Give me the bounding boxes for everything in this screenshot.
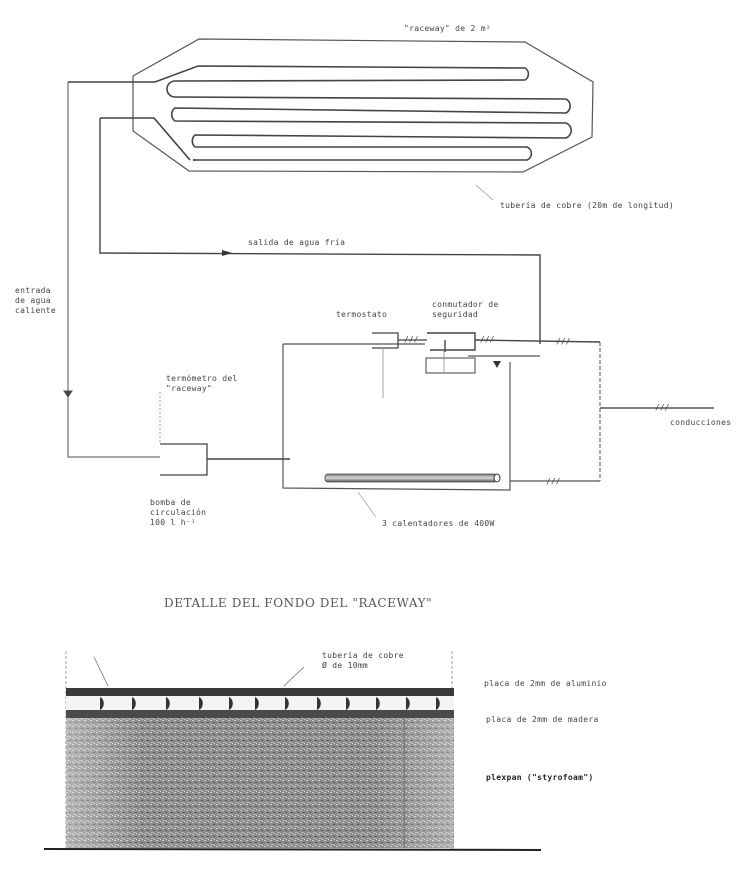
aluminum-plate [66,688,454,696]
bottom-pipe-label: tubería de cobre Ø de 10mm [322,651,404,671]
safety-switch-line-1: conmutador de [432,300,499,309]
hot-inlet-line-2: de agua [15,296,51,305]
heater-rod [324,473,501,518]
safety-switch-label: conmutador de seguridad [432,300,499,320]
thermostat-label: termostato [336,310,388,319]
copper-pipe-label: tubería de cobre (20m de longitud) [500,201,674,210]
bottom-detail-title: DETALLE DEL FONDO DEL "RACEWAY" [164,596,433,610]
copper-pipe-leader [475,184,494,201]
hot-inlet-label: entrada de agua caliente [15,286,56,316]
raceway-bottom-detail [43,651,542,851]
bottom-pipe-line-1: tubería de cobre [322,651,404,660]
styrofoam-label: plexpan ("styrofoam") [486,773,594,782]
wiring-harness: /// /// [510,342,714,486]
svg-text:///: /// [655,403,670,412]
svg-text:///: /// [546,477,561,486]
safety-switch-line-2: seguridad [432,310,479,319]
pump-line-2: circulación [150,508,207,517]
safety-switch: /// /// [425,332,601,374]
thermostat: /// [372,332,427,398]
hot-inlet-line-3: caliente [15,306,56,315]
svg-text:///: /// [480,335,495,344]
wood-plate [66,710,454,718]
cold-water-outlet-pipe [99,118,541,344]
raceway-label: "raceway" de 2 m² [404,24,491,33]
aluminum-plate-label: placa de 2mm de aluminio [484,679,607,688]
heaters-label: 3 calentadores de 400W [382,519,495,528]
thermometer-label: termómetro del "raceway" [166,374,238,394]
pipe-cross-sections [100,697,440,710]
thermometer-line-1: termómetro del [166,374,238,383]
thermometer-line-2: "raceway" [166,384,213,393]
heating-tank [282,343,540,491]
svg-text:///: /// [404,335,419,344]
hot-inlet-line-1: entrada [15,286,51,295]
pump-label: bomba de circulación 100 l h⁻¹ [150,498,206,528]
pump-line-1: bomba de [150,498,191,507]
bottom-pipe-line-2: Ø de 10mm [322,661,369,670]
cold-outlet-label: salida de agua fría [248,238,346,247]
svg-text:///: /// [556,337,571,346]
raceway-tank [132,38,594,173]
pump-line-3: 100 l h⁻¹ [150,518,197,527]
wood-plate-label: placa de 2mm de madera [486,715,599,724]
circulation-pump [160,443,290,476]
wiring-label: conducciones [670,418,732,427]
copper-pipe-coil [68,65,572,161]
hot-water-inlet-pipe [63,82,160,458]
